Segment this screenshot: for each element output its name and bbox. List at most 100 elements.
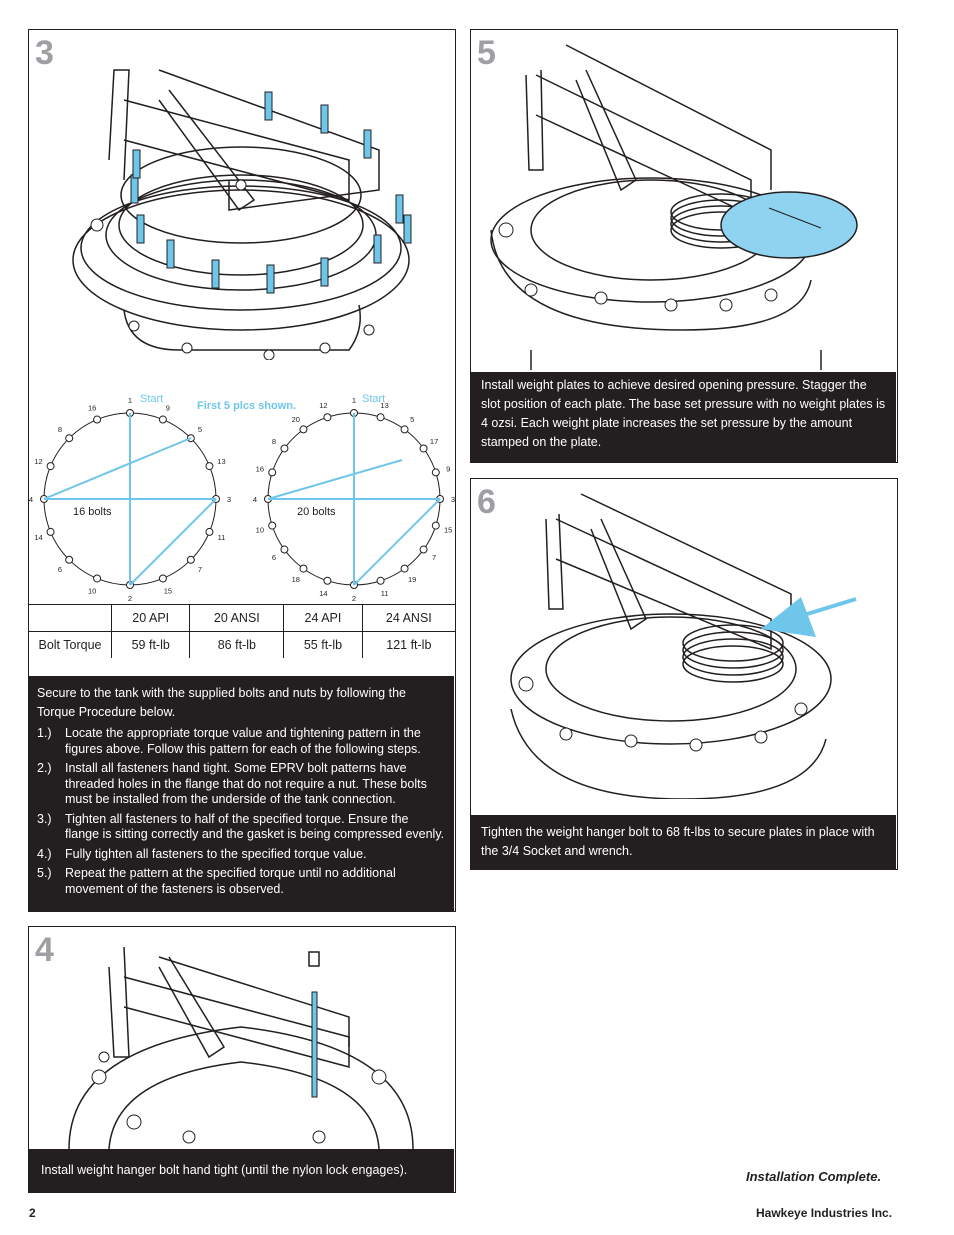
bolt-sequence-label: 8	[58, 425, 62, 434]
bolt-marker	[280, 444, 289, 453]
bolt-marker	[400, 564, 409, 573]
table-header-cell	[29, 604, 112, 632]
bolt-marker	[280, 545, 289, 554]
bolt-sequence-label: 18	[292, 575, 300, 584]
bolt-marker	[419, 444, 428, 453]
table-header-cell: 20 ANSI	[189, 604, 284, 632]
bolt-installation-illustration	[72, 69, 412, 360]
instructions-intro: Secure to the tank with the supplied bol…	[37, 686, 406, 719]
table-header-cell: 24 ANSI	[361, 604, 455, 632]
bolt-marker	[268, 468, 277, 477]
start-label-left: Start	[140, 393, 163, 405]
bolt-marker	[93, 574, 102, 583]
bolt-sequence-label: 9	[446, 464, 450, 473]
list-item: 5.)Repeat the pattern at the specified t…	[37, 866, 396, 896]
bolt-marker	[46, 462, 55, 471]
page-number: 2	[29, 1206, 36, 1220]
bolt-sequence-label: 15	[164, 586, 172, 595]
bolt-sequence-label: 13	[217, 457, 225, 466]
step-3-instructions: Secure to the tank with the supplied bol…	[29, 676, 454, 911]
bolt-marker	[46, 527, 55, 536]
bolt-sequence-label: 12	[34, 457, 42, 466]
bolt-sequence-label: 9	[166, 404, 170, 413]
installation-complete: Installation Complete.	[746, 1169, 882, 1184]
bolt-marker	[205, 462, 214, 471]
first-five-note: First 5 plcs shown.	[197, 400, 296, 412]
bolt-marker	[65, 555, 74, 564]
bolt-sequence-label: 6	[58, 565, 62, 574]
bolt-sequence-label: 8	[272, 437, 276, 446]
bolt-sequence-label: 10	[88, 586, 96, 595]
bolt-sequence-label: 6	[272, 553, 276, 562]
torque-table: 20 API 20 ANSI 24 API 24 ANSI Bolt Torqu…	[29, 604, 455, 658]
hanger-bolt-illustration	[68, 946, 414, 1149]
bolt-sequence-label: 19	[408, 575, 416, 584]
bolt-sequence-label: 17	[430, 437, 438, 446]
bolt-marker	[65, 434, 74, 443]
step-number: 6	[477, 483, 496, 521]
bolt-marker	[158, 574, 167, 583]
bolt-sequence-label: 14	[319, 589, 327, 598]
bolt-marker	[186, 555, 195, 564]
bolt-marker	[323, 576, 332, 585]
bolt-sequence-label: 2	[128, 594, 132, 602]
row-label: Bolt Torque	[29, 631, 112, 658]
bolt-sequence-label: 1	[128, 396, 132, 405]
bolt-marker	[93, 415, 102, 424]
bolt-sequence-label: 4	[253, 495, 257, 504]
bolt-sequence-label: 20	[292, 415, 300, 424]
table-header-cell: 24 API	[283, 604, 363, 632]
bolt-marker	[268, 521, 277, 530]
step-4-instructions: Install weight hanger bolt hand tight (u…	[29, 1149, 454, 1192]
step-number: 4	[35, 931, 54, 969]
step-5-instructions: Install weight plates to achieve desired…	[471, 372, 896, 462]
step-number: 3	[35, 34, 54, 72]
bolt-count-16: 16 bolts	[73, 506, 112, 518]
bolt-sequence-label: 4	[29, 495, 33, 504]
bolt-marker	[299, 425, 308, 434]
weight-plates-illustration	[490, 44, 858, 370]
bolt-sequence-label: 15	[444, 526, 452, 535]
bolt-marker	[205, 527, 214, 536]
tighten-hanger-illustration	[510, 493, 857, 799]
bolt-sequence-label: 5	[410, 415, 414, 424]
bolt-sequence-label: 11	[381, 589, 389, 598]
bolt-marker	[431, 521, 440, 530]
bolt-sequence-label: 16	[256, 464, 264, 473]
bolt-marker	[323, 413, 332, 422]
bolt-sequence-label: 14	[34, 533, 42, 542]
company-name: Hawkeye Industries Inc.	[756, 1206, 893, 1220]
step-6-panel: 6 Tighten the weight hanger bolt to 68 f…	[470, 478, 898, 870]
bolt-marker	[376, 576, 385, 585]
bolt-count-20: 20 bolts	[297, 506, 336, 518]
torque-table-row: Bolt Torque 59 ft-lb 86 ft-lb 55 ft-lb 1…	[29, 631, 455, 658]
bolt-sequence-label: 1	[352, 396, 356, 405]
torque-table-header: 20 API 20 ANSI 24 API 24 ANSI	[29, 604, 455, 632]
bolt-marker	[299, 564, 308, 573]
bolt-marker	[158, 415, 167, 424]
bolt-marker	[376, 413, 385, 422]
step-number: 5	[477, 34, 496, 72]
bolt-sequence-label: 2	[352, 594, 356, 602]
bolt-sequence-label: 12	[319, 401, 327, 410]
bolt-sequence-label: 11	[218, 533, 226, 542]
bolt-sequence-label: 3	[227, 495, 231, 504]
list-item: 3.)Tighten all fasteners to half of the …	[37, 811, 445, 842]
bolt-sequence-label: 7	[198, 565, 202, 574]
step-5-panel: 5 Install weight plates to achieve desir…	[470, 29, 898, 463]
torque-value: 59 ft-lb	[110, 631, 190, 658]
torque-value: 121 ft-lb	[361, 631, 455, 658]
list-item: 2.)Install all fasteners hand tight. Som…	[37, 761, 427, 806]
bolt-marker	[419, 545, 428, 554]
bolt-sequence-label: 5	[198, 425, 202, 434]
torque-value: 86 ft-lb	[189, 631, 284, 658]
bolt-sequence-label: 7	[432, 553, 436, 562]
bolt-sequence-label: 10	[256, 526, 264, 535]
torque-steps: 1.)Locate the appropriate torque value a…	[37, 726, 446, 897]
table-header-cell: 20 API	[110, 604, 190, 632]
step-4-panel: 4 Install weight hanger bolt hand tight …	[28, 926, 456, 1193]
bolt-marker	[431, 468, 440, 477]
bolt-sequence-label: 16	[88, 404, 96, 413]
bolt-sequence-label: 3	[451, 495, 455, 504]
